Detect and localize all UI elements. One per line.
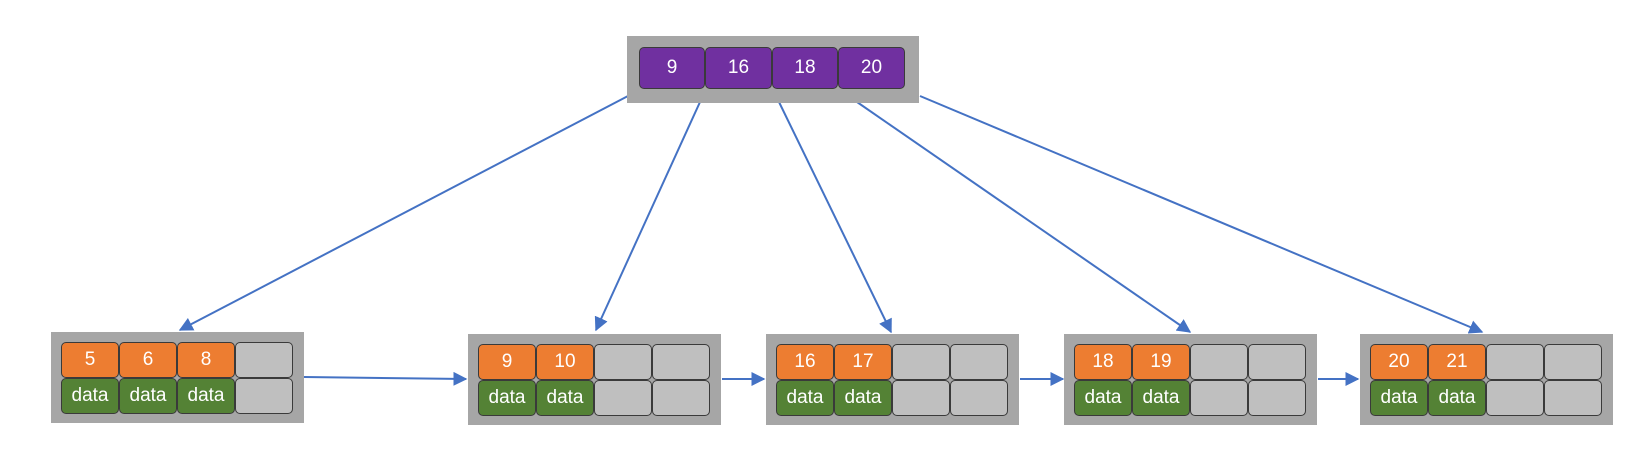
leaf-data: data [478, 380, 536, 416]
empty-data-slot [1248, 380, 1306, 416]
root-to-leaf-2-arrow [594, 101, 701, 332]
empty-key-slot [1486, 344, 1544, 380]
root-to-leaf-3-arrow [778, 101, 892, 334]
empty-key-slot [1190, 344, 1248, 380]
root-to-leaf-5-arrow [919, 95, 1484, 334]
leaf-data: data [119, 378, 177, 414]
empty-data-slot [594, 380, 652, 416]
empty-data-slot [1190, 380, 1248, 416]
leaf-key: 19 [1132, 344, 1190, 380]
leaf-key: 21 [1428, 344, 1486, 380]
leaf-key: 6 [119, 342, 177, 378]
leaf-key: 17 [834, 344, 892, 380]
empty-key-slot [950, 344, 1008, 380]
root-to-leaf-4-arrow [856, 101, 1192, 333]
leaf-data: data [1428, 380, 1486, 416]
leaf-node-3: 16 17 data data [766, 334, 1019, 425]
leaf-key: 20 [1370, 344, 1428, 380]
leaf-key: 8 [177, 342, 235, 378]
leaf-node-5: 20 21 data data [1360, 334, 1613, 425]
empty-key-slot [594, 344, 652, 380]
leaf-key: 18 [1074, 344, 1132, 380]
empty-data-slot [652, 380, 710, 416]
leaf-node-2: 9 10 data data [468, 334, 721, 425]
empty-data-slot [235, 378, 293, 414]
leaf-data: data [1132, 380, 1190, 416]
root-to-leaf-1-arrow [178, 95, 629, 331]
leaf-key: 5 [61, 342, 119, 378]
empty-key-slot [1248, 344, 1306, 380]
leaf-data: data [536, 380, 594, 416]
root-node: 9 16 18 20 [627, 36, 919, 103]
leaf-key: 9 [478, 344, 536, 380]
empty-data-slot [1486, 380, 1544, 416]
empty-data-slot [892, 380, 950, 416]
leaf-data: data [177, 378, 235, 414]
empty-key-slot [1544, 344, 1602, 380]
empty-key-slot [892, 344, 950, 380]
empty-key-slot [652, 344, 710, 380]
leaf-key: 10 [536, 344, 594, 380]
root-key: 20 [838, 47, 905, 89]
root-key: 16 [705, 47, 772, 89]
leaf-node-4: 18 19 data data [1064, 334, 1317, 425]
root-key: 9 [639, 47, 705, 89]
leaf-node-1: 5 6 8 data data data [51, 332, 304, 423]
leaf-key: 16 [776, 344, 834, 380]
root-key: 18 [772, 47, 838, 89]
empty-data-slot [1544, 380, 1602, 416]
leaf-data: data [1370, 380, 1428, 416]
empty-data-slot [950, 380, 1008, 416]
leaf-data: data [1074, 380, 1132, 416]
leaf-1-to-leaf-2-arrow [303, 371, 468, 386]
empty-key-slot [235, 342, 293, 378]
leaf-data: data [61, 378, 119, 414]
leaf-data: data [834, 380, 892, 416]
leaf-data: data [776, 380, 834, 416]
